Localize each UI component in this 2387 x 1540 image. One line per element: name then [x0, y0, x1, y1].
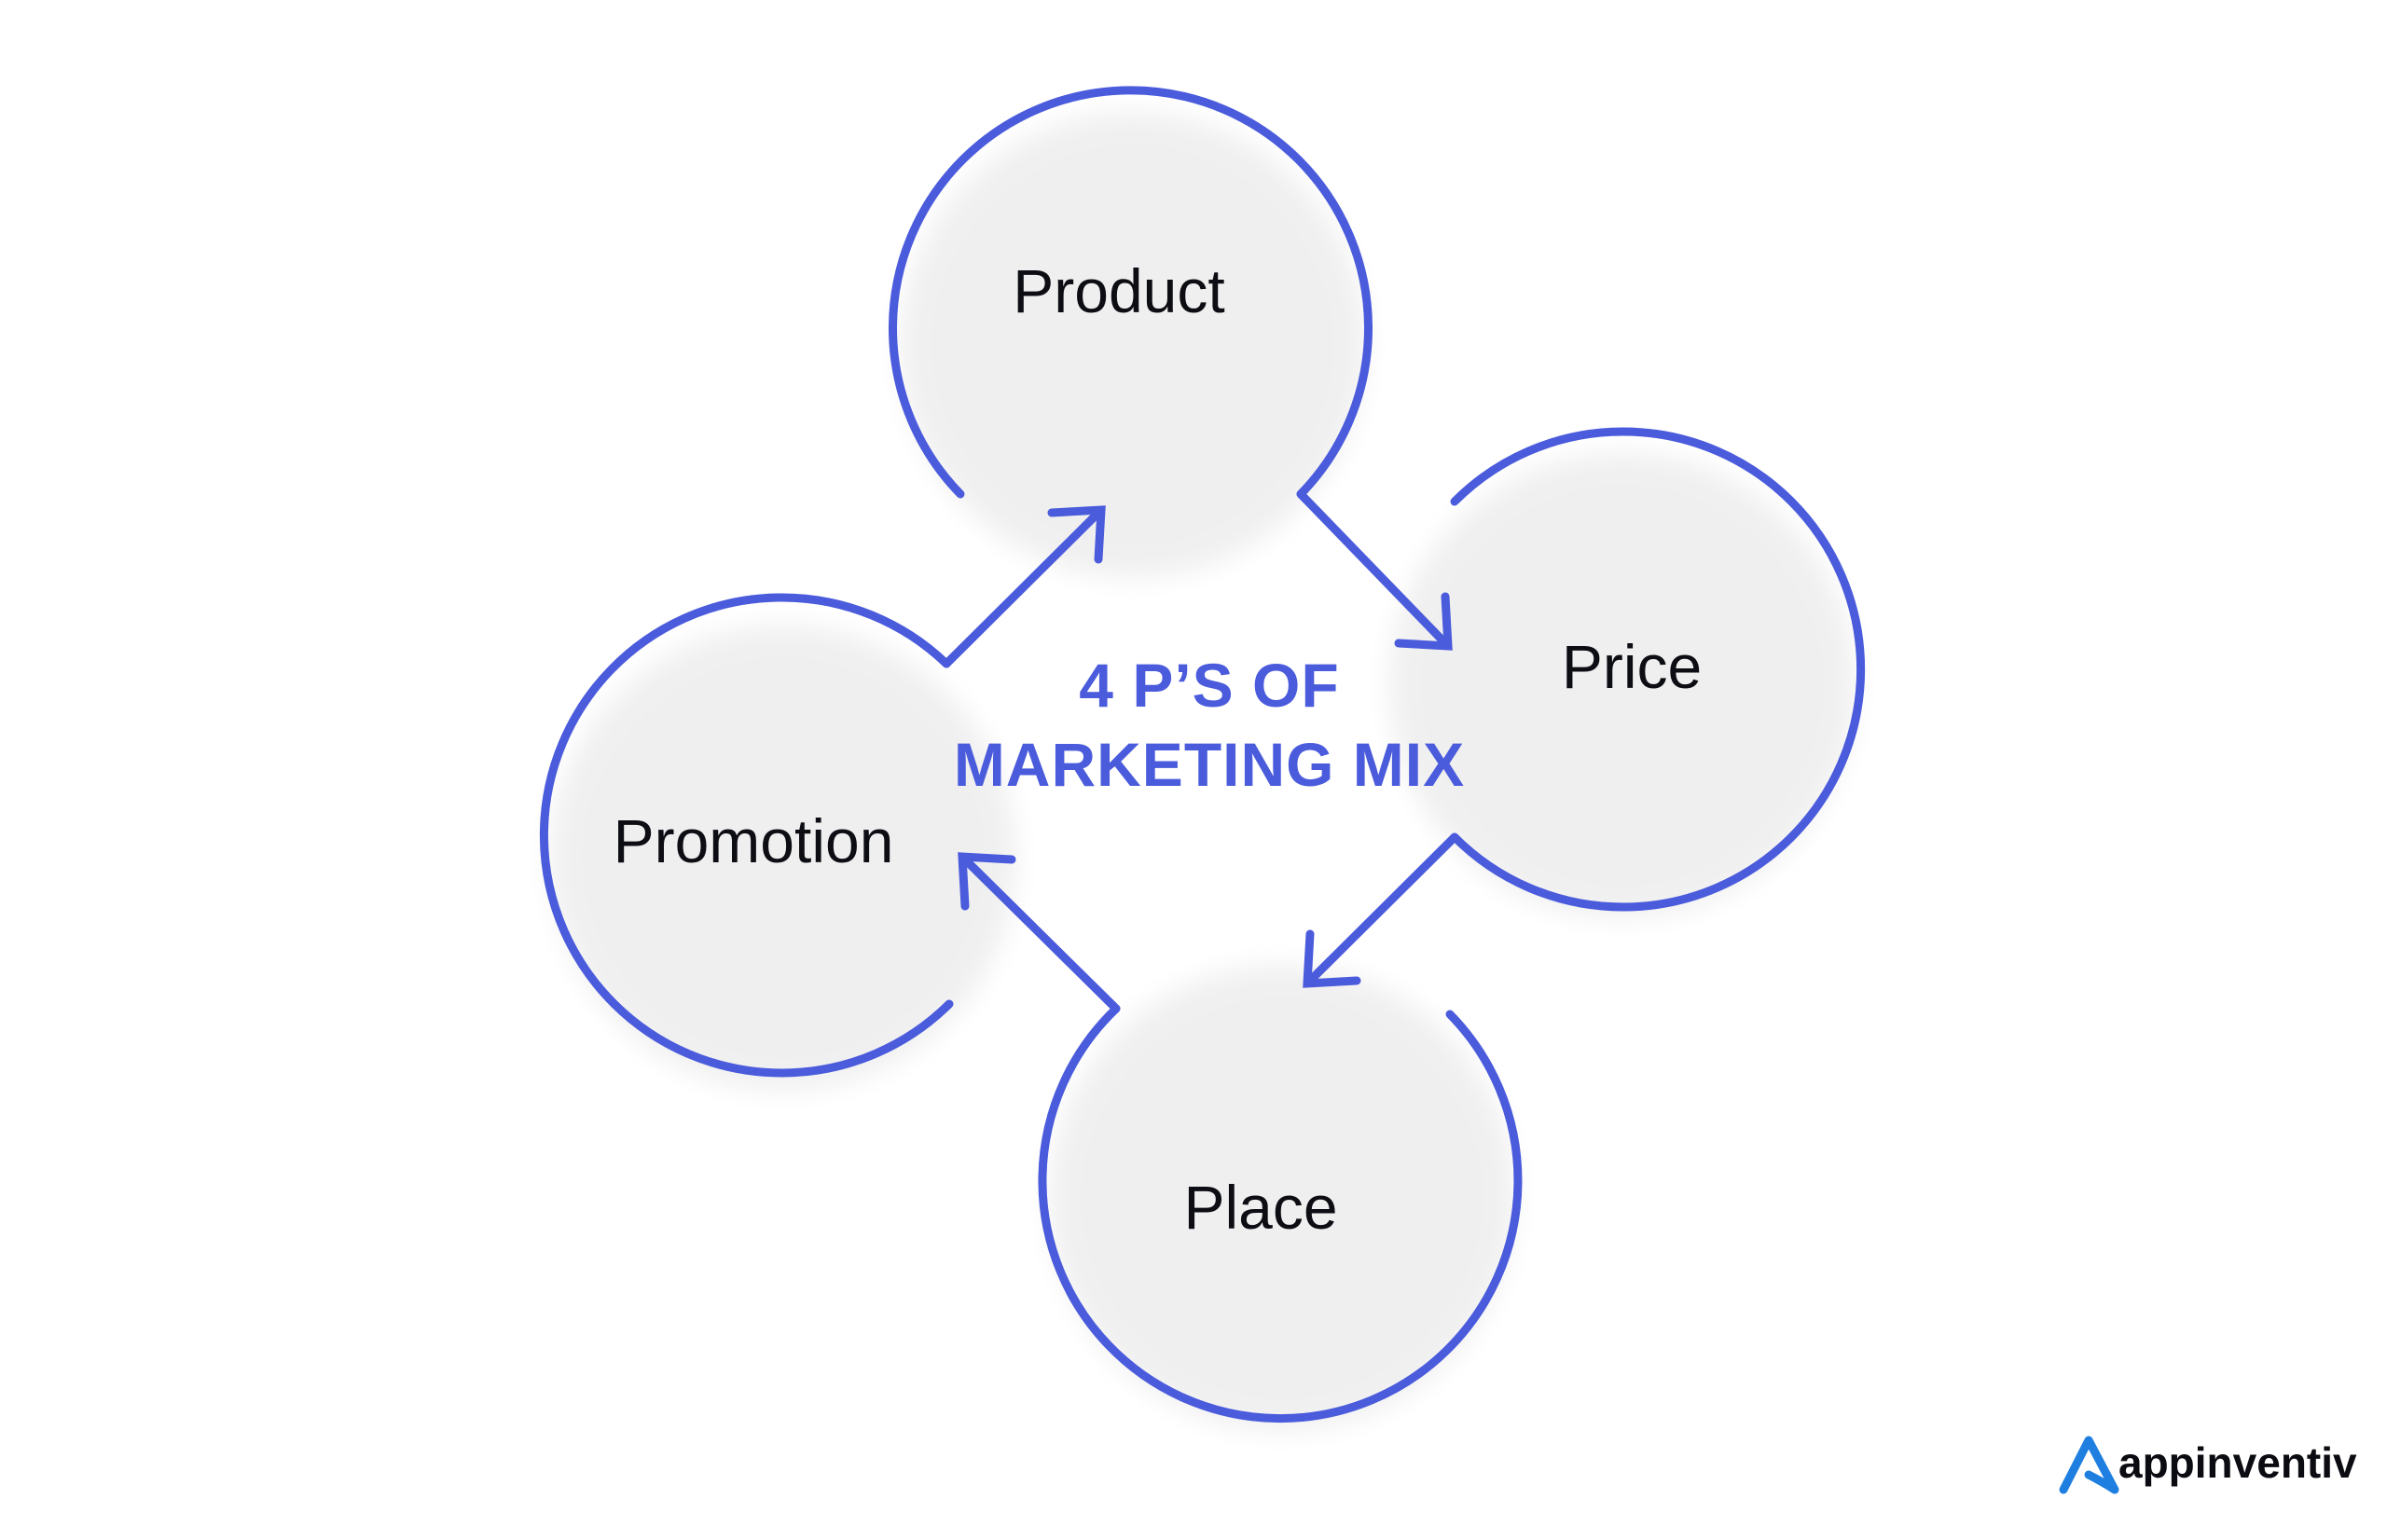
circle-shadows	[550, 112, 1856, 1431]
arrowhead-icon	[1047, 505, 1106, 564]
appinventiv-logo: appinventiv	[2059, 1436, 2357, 1494]
arrow-product-to-price	[1296, 489, 1453, 651]
center-title-line1: 4 P’S OF	[1079, 651, 1339, 720]
appinventiv-a-icon	[2059, 1436, 2119, 1494]
node-label-place: Place	[1183, 1173, 1337, 1242]
arrowhead-icon	[1303, 929, 1361, 988]
arrow-place-to-promotion	[958, 852, 1121, 1013]
arrow-price-to-place	[1303, 832, 1459, 988]
node-label-promotion: Promotion	[614, 806, 894, 875]
node-label-price: Price	[1562, 632, 1702, 701]
node-label-product: Product	[1013, 256, 1224, 325]
node-circles	[539, 86, 1866, 1423]
place-circle	[1038, 1004, 1523, 1423]
flow-arrows	[942, 489, 1459, 1013]
promotion-circle	[539, 593, 954, 1078]
center-title-line2: MARKETING MIX	[954, 730, 1465, 799]
price-circle	[1450, 427, 1866, 912]
product-circle	[889, 86, 1373, 499]
arrowhead-icon	[1394, 592, 1453, 651]
logo-wordmark: appinventiv	[2118, 1438, 2357, 1487]
arrowhead-icon	[958, 852, 1016, 911]
arrow-promotion-to-product	[942, 505, 1106, 668]
